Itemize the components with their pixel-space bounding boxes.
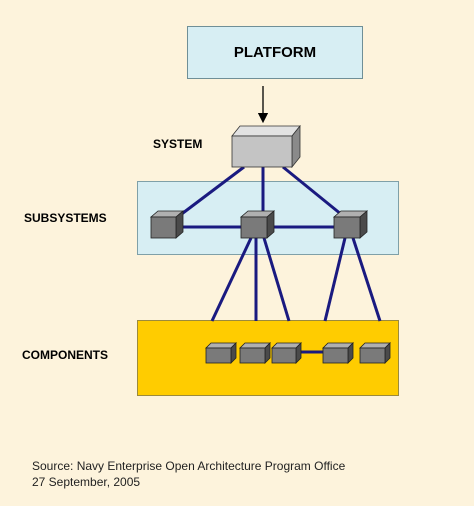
connectors	[174, 165, 382, 354]
subsystem-node-right	[332, 210, 369, 239]
subsystem-node-center	[239, 210, 276, 239]
component-node-4	[322, 342, 354, 364]
component-node-3	[271, 342, 302, 364]
subsystem-to-component-4	[323, 237, 347, 322]
subsystems-label: SUBSYSTEMS	[24, 211, 107, 225]
system-to-subsystem-left	[174, 165, 245, 221]
subsystem-to-component-5	[351, 237, 382, 322]
source-date: 27 September, 2005	[32, 475, 141, 489]
subsystem-to-component-1	[210, 237, 253, 322]
system-label: SYSTEM	[153, 137, 203, 151]
source-line: Source: Navy Enterprise Open Architectur…	[32, 459, 346, 473]
source-note: Source: Navy Enterprise Open Architectur…	[32, 458, 345, 490]
components-label: COMPONENTS	[22, 348, 109, 362]
system-node	[231, 124, 301, 169]
component-node-5	[359, 342, 391, 364]
component-node-1	[205, 342, 237, 364]
system-to-subsystem-right	[282, 165, 348, 221]
component-node-2	[239, 342, 271, 364]
subsystem-to-component-3	[262, 237, 291, 322]
platform-box: PLATFORM	[187, 26, 363, 79]
subsystem-node-left	[149, 210, 185, 239]
platform-label: PLATFORM	[233, 44, 317, 61]
